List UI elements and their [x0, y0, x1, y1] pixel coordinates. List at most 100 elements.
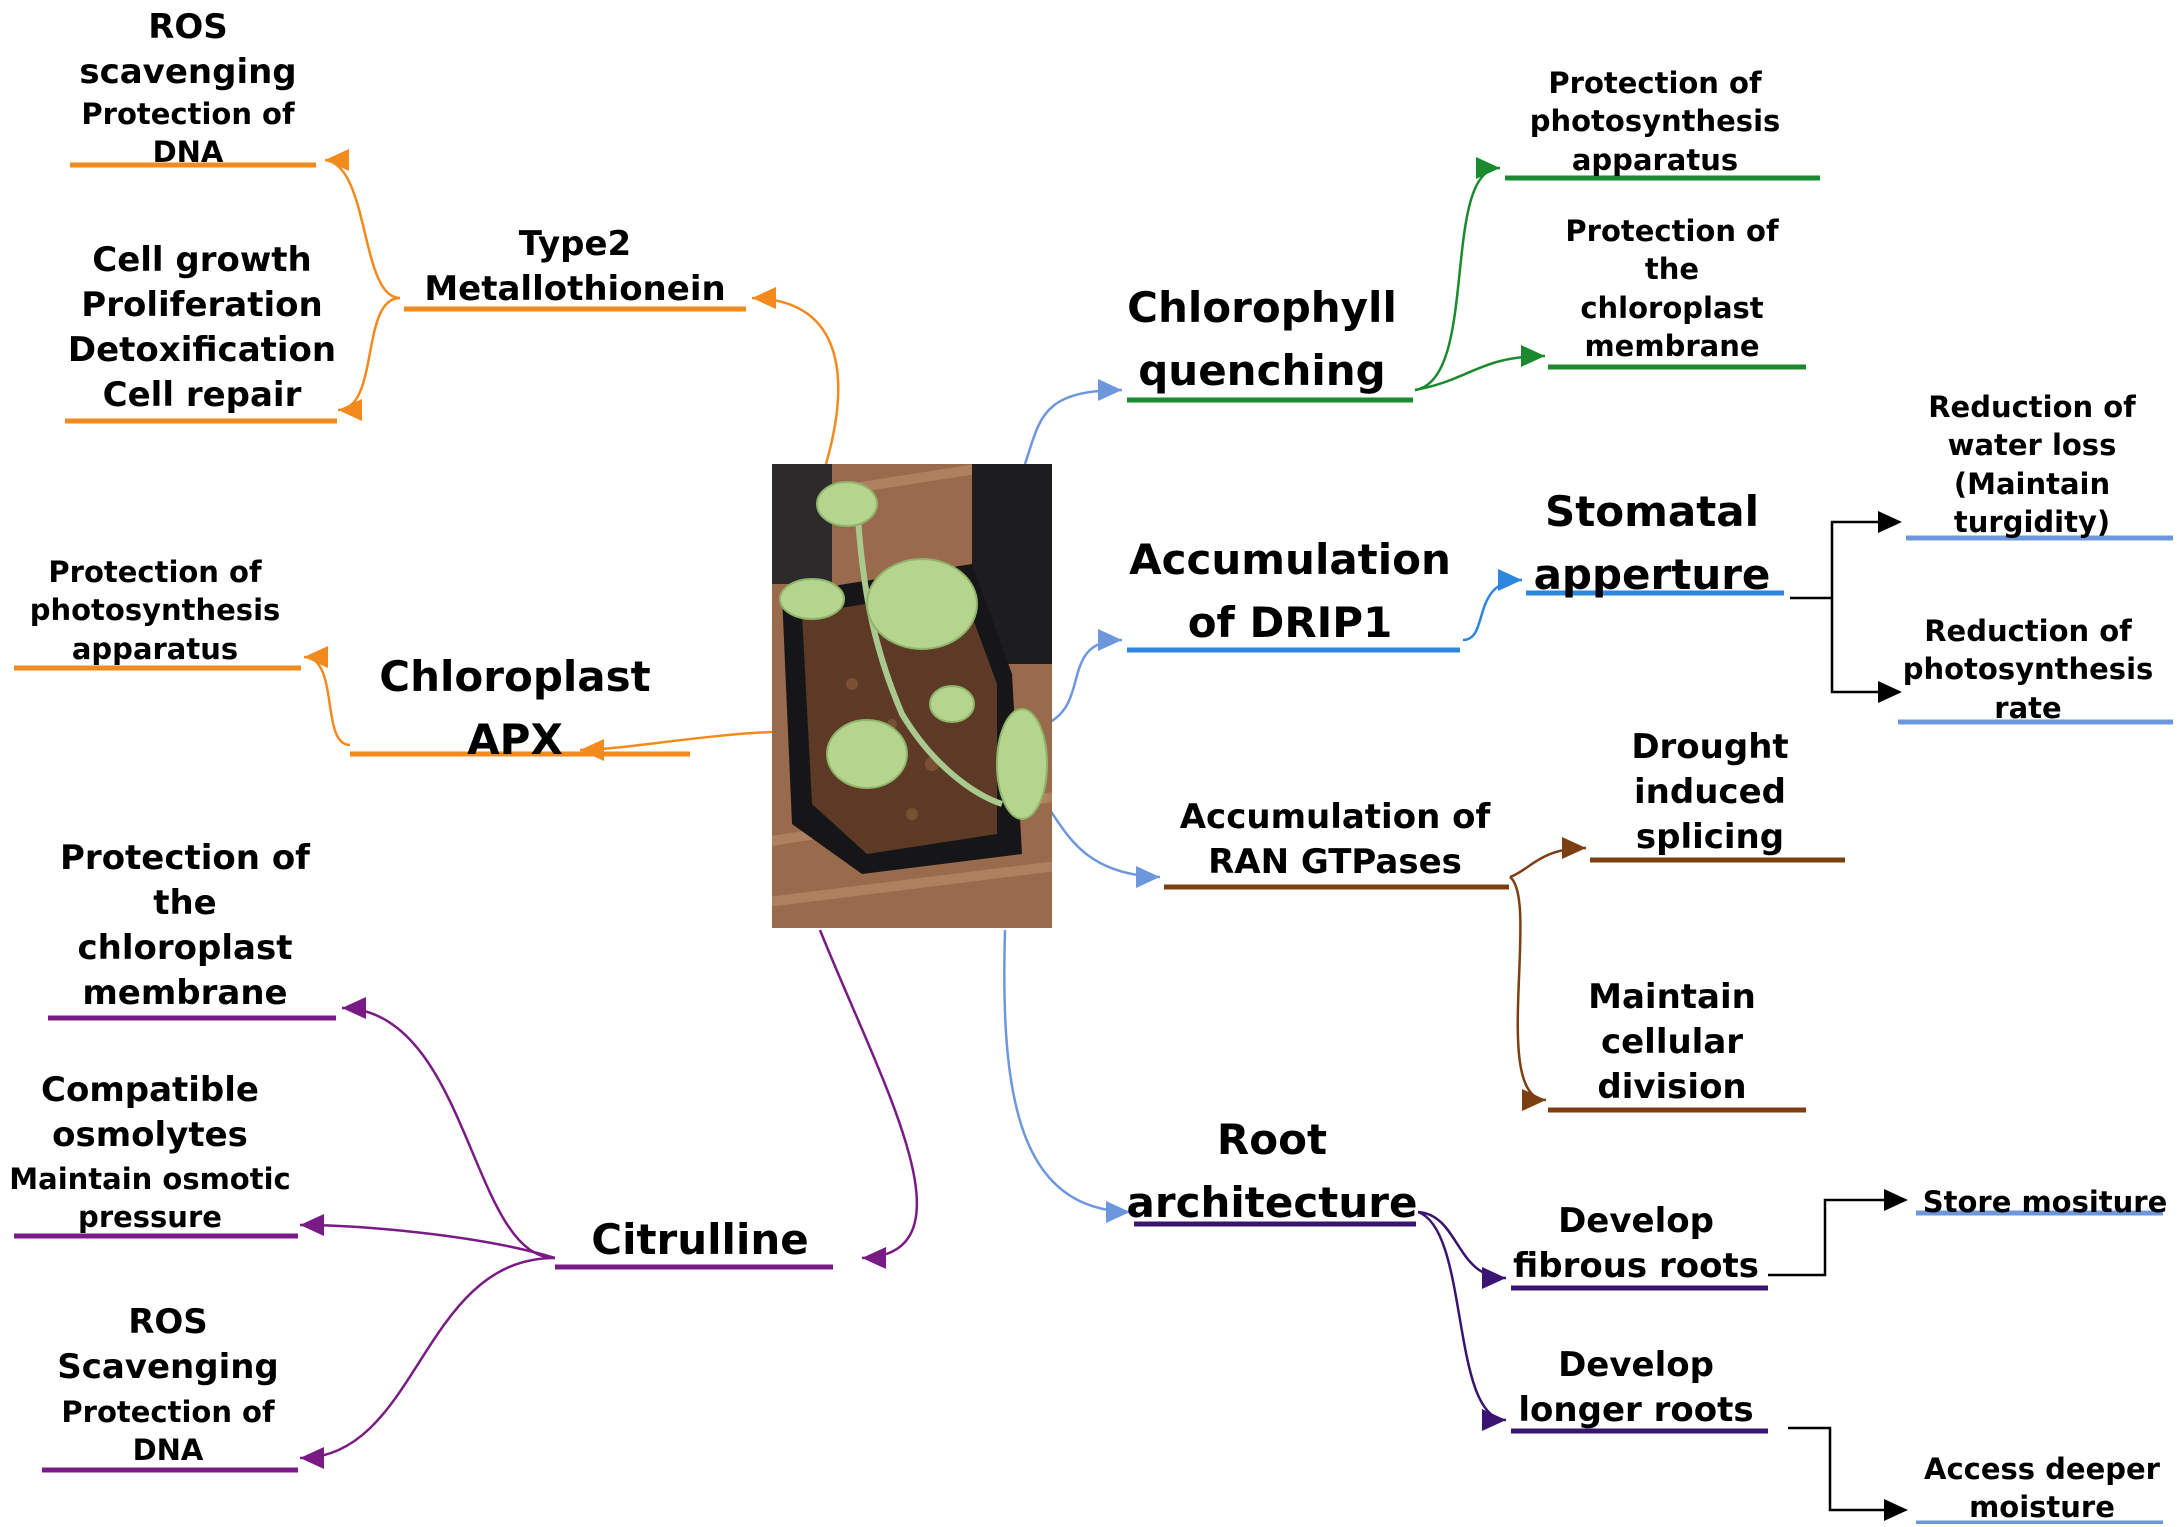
arrowhead-bracket-dfr: [1884, 1189, 1908, 1211]
node-mcd-line: division: [1597, 1066, 1747, 1107]
connector-drip: [1049, 638, 1123, 724]
bracket-dfr: [1768, 1198, 1885, 1277]
node-apx-line: Chloroplast: [379, 652, 651, 701]
arrowhead-chl: [1098, 379, 1122, 401]
node-root-line: Root: [1216, 1115, 1328, 1164]
arrowhead-psa1: [304, 646, 328, 668]
node-osmb-line: Maintain osmotic: [9, 1162, 291, 1196]
node-dlr-line: Develop: [1558, 1345, 1714, 1385]
node-osm-line: osmolytes: [52, 1114, 248, 1155]
arrowhead-sto: [1498, 569, 1522, 591]
node-psa2-line: Protection of: [1548, 66, 1762, 100]
node-stm-line: Store mositure: [1922, 1185, 2168, 1219]
arrowhead-bracket-dlr: [1884, 1499, 1908, 1521]
node-cit-line: Citrulline: [591, 1215, 809, 1264]
node-sto-line: Stomatal: [1544, 487, 1760, 536]
node-dis-line: Drought: [1631, 727, 1789, 767]
node-adm: Access deeper moisture: [1924, 1450, 2160, 1527]
connector-chl: [1023, 388, 1123, 465]
node-rwl-line: turgidity): [1953, 504, 2111, 539]
connector-ros2: [299, 1256, 556, 1460]
arrowhead-dlr: [1482, 1409, 1506, 1431]
arrowhead-pcm1: [342, 997, 366, 1019]
connector-pcm1: [341, 1006, 556, 1260]
node-mt-line: Type2: [518, 224, 632, 264]
node-rwl-line: water loss: [1947, 428, 2117, 463]
seedling-photo: [772, 464, 1052, 928]
connector-psa2: [1414, 166, 1501, 392]
node-adm-line: Access deeper: [1924, 1452, 2160, 1486]
node-pcm2-line: the: [1644, 252, 1700, 287]
node-cell-line: Cell growth: [92, 240, 312, 280]
node-root-line: architecture: [1126, 1178, 1418, 1227]
node-psa1-line: Protection of: [48, 555, 262, 589]
arrowhead-ros1: [325, 149, 349, 171]
arrowhead-root: [1106, 1201, 1130, 1223]
node-pcm2-line: membrane: [1584, 328, 1760, 363]
arrowhead-bracket-sto: [1878, 681, 1902, 703]
node-ros2-line: ROS: [128, 1302, 208, 1342]
node-adm-line: moisture: [1969, 1490, 2115, 1525]
node-psa2-line: apparatus: [1571, 142, 1739, 177]
connector-dlr: [1417, 1210, 1507, 1422]
arrowhead-mcd: [1522, 1089, 1546, 1111]
node-rps-line: rate: [1994, 690, 2062, 725]
arrowhead-ros2: [300, 1447, 324, 1469]
arrowhead-drip: [1098, 629, 1122, 651]
connector-ros1: [324, 158, 401, 300]
node-pcm2-line: chloroplast: [1580, 290, 1764, 325]
connector-mt: [751, 296, 840, 465]
node-pcm1-line: the: [153, 882, 217, 923]
node-cell-line: Cell repair: [102, 374, 302, 415]
connector-root: [1003, 929, 1131, 1214]
node-ros2b-line: DNA: [132, 1433, 204, 1468]
node-chl-line: Chlorophyll: [1127, 283, 1397, 332]
node-rps-line: photosynthesis: [1902, 652, 2154, 687]
node-mt-line: Metallothionein: [424, 268, 726, 309]
arrowhead-psa2: [1476, 157, 1500, 179]
node-pcm1-line: Protection of: [60, 838, 310, 878]
node-rwl-line: (Maintain: [1953, 466, 2111, 501]
arrowhead-apx: [580, 739, 604, 761]
node-psa1-line: photosynthesis: [29, 593, 281, 628]
node-dis-line: splicing: [1635, 816, 1785, 857]
connector-osm: [299, 1223, 556, 1260]
node-sto-line: apperture: [1533, 550, 1771, 599]
node-ros2b: Protection of DNA: [61, 1393, 274, 1470]
arrowhead-mt: [752, 287, 776, 309]
node-rwl-line: Reduction of: [1928, 390, 2136, 424]
node-ros1-line: ROS: [148, 7, 228, 47]
connector-sto: [1462, 578, 1523, 642]
node-psa1-line: apparatus: [71, 631, 239, 666]
node-psa2-line: photosynthesis: [1529, 104, 1781, 139]
node-ran-line: Accumulation of: [1179, 797, 1491, 837]
node-pcm2-line: Protection of: [1565, 214, 1779, 248]
arrowhead-cell: [338, 399, 362, 421]
node-stm: Store mositure: [1923, 1183, 2168, 1221]
node-apx-line: APX: [467, 715, 563, 764]
node-dis-line: induced: [1634, 771, 1786, 812]
node-ros1-line: scavenging: [79, 51, 297, 92]
arrowhead-ran: [1136, 866, 1160, 888]
node-mcd-line: Maintain: [1588, 977, 1756, 1017]
node-ros2b-line: Protection of: [61, 1395, 275, 1429]
node-mcd-line: cellular: [1600, 1021, 1744, 1062]
